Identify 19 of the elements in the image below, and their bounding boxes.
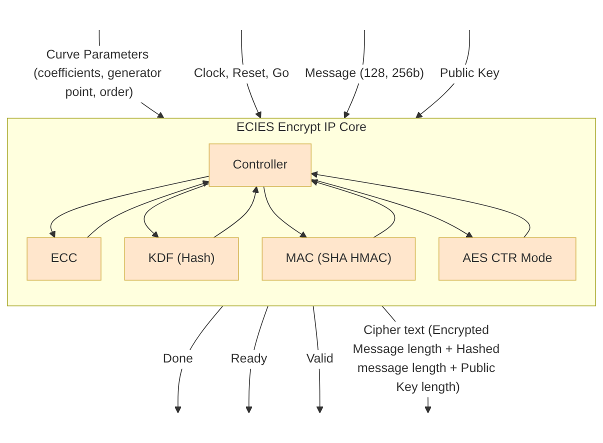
arrow: [310, 179, 396, 238]
node-box: ECC: [26, 237, 102, 281]
edge-label: Valid: [306, 350, 334, 369]
arrow: [263, 186, 307, 238]
arrow: [144, 183, 210, 238]
edge-label: Ready: [230, 350, 268, 369]
edge-label: Message (128, 256b): [304, 64, 424, 84]
edge-label: Clock, Reset, Go: [194, 64, 290, 84]
arrow: [86, 180, 210, 238]
node-box: KDF (Hash): [124, 237, 239, 281]
arrow: [310, 178, 474, 238]
edge-label: Done: [162, 350, 194, 369]
arrow: [49, 176, 210, 238]
arrow: [213, 186, 259, 238]
node-box: Controller: [208, 143, 312, 187]
edge-label: Public Key: [440, 64, 500, 84]
arrow: [310, 171, 530, 238]
node-box: MAC (SHA HMAC): [262, 237, 416, 281]
node-box: AES CTR Mode: [438, 237, 576, 281]
